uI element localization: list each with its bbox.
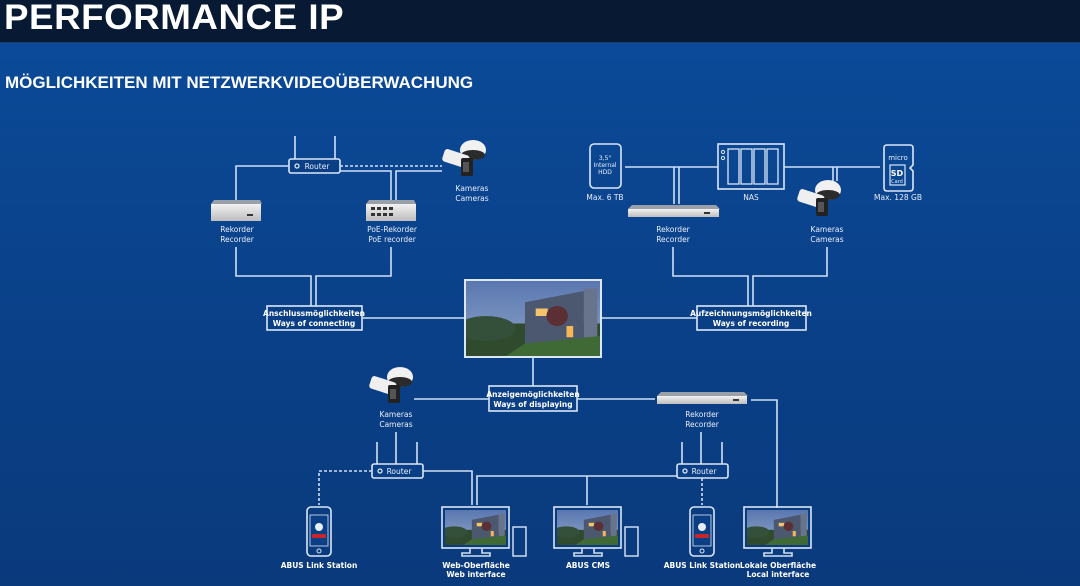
camera-right-icon: [796, 180, 841, 216]
line-nas-camera-sd: [784, 166, 880, 181]
hdd-caption: Max. 6 TB: [586, 193, 623, 202]
poe-recorder-label-en: PoE recorder: [368, 235, 417, 244]
hdd-line2: Internal: [593, 162, 616, 169]
poe-recorder-device-icon: [366, 200, 416, 221]
hub-ways-of-connecting[interactable]: Anschlussmöglichkeiten Ways of connectin…: [263, 305, 365, 331]
router-left-label: Router: [387, 467, 413, 476]
line-recorders-to-hub: [235, 247, 392, 306]
recorder-right-label-de: Rekorder: [656, 225, 690, 234]
router-antennas: [294, 136, 336, 160]
camera-bottom-label-en: Cameras: [379, 420, 412, 429]
line-poe-camera: [340, 170, 442, 200]
router-left-antennas: [376, 432, 418, 464]
hdd-line3: HDD: [598, 169, 612, 176]
page-subtitle: MÖGLICHKEITEN MIT NETZWERKVIDEOÜBERWACHU…: [5, 73, 474, 92]
router-led-icon: [294, 163, 300, 169]
endpoint-1-label-de: Web-Oberfläche: [442, 561, 510, 570]
hdd-icon: [589, 143, 622, 189]
nas-icon: [717, 143, 785, 190]
camera-right-label-en: Cameras: [810, 235, 843, 244]
hdd-line1: 3,5": [599, 155, 612, 162]
endpoint-1-label-en: Web interface: [446, 570, 505, 579]
phone-app-icon: [306, 506, 332, 557]
line-routers-to-web: [423, 470, 677, 505]
sd-micro: micro: [888, 154, 908, 162]
line-router-left-to-app: [318, 470, 372, 505]
connecting-group: Router Rekorder Recorder PoE-Rekorder Po…: [211, 136, 489, 306]
line-router-recorder: [235, 165, 289, 200]
camera-right-label-de: Kameras: [811, 225, 844, 234]
micro-sd-card-icon: [883, 144, 914, 192]
camera-icon: [441, 140, 486, 176]
header-bar: PERFORMANCE IP: [0, 0, 1080, 43]
displaying-group: Kameras Cameras Rekorder Recorder Router…: [281, 367, 816, 579]
hub-displaying-de: Anzeigemöglichkeiten: [486, 390, 579, 399]
camera-label-en: Cameras: [455, 194, 488, 203]
monitor-local-icon: [743, 506, 812, 557]
recorder-bottom-device-icon: [657, 392, 748, 404]
endpoint-3-label: ABUS Link Station: [664, 561, 741, 570]
recorder-bottom-label-de: Rekorder: [685, 410, 719, 419]
camera-label-de: Kameras: [456, 184, 489, 193]
router-right-label: Router: [692, 467, 718, 476]
monitor-web-icon: [441, 506, 527, 557]
sd-card: Card: [891, 179, 903, 185]
camera-bottom-label-de: Kameras: [380, 410, 413, 419]
hub-ways-of-recording[interactable]: Aufzeichnungsmöglichkeiten Ways of recor…: [690, 305, 812, 331]
line-hdd-nas-recorder: [625, 166, 718, 204]
sd-sd: SD: [891, 169, 904, 178]
page-title: PERFORMANCE IP: [4, 0, 345, 37]
endpoint-4-label-de: Lokale Oberfläche: [740, 561, 816, 570]
line-recording-to-hub: [672, 247, 828, 306]
recording-group: 3,5" Internal HDD Max. 6 TB NAS Rekorder…: [586, 143, 922, 306]
hub-connecting-de: Anschlussmöglichkeiten: [263, 309, 365, 318]
nas-label: NAS: [743, 193, 759, 202]
monitor-cms-icon: [553, 506, 639, 557]
hub-displaying-en: Ways of displaying: [493, 400, 572, 409]
hub-ways-of-displaying[interactable]: Anzeigemöglichkeiten Ways of displaying: [486, 385, 580, 412]
phone-app-icon: [689, 506, 715, 557]
router-label: Router: [305, 162, 331, 171]
hub-connecting-en: Ways of connecting: [273, 319, 356, 328]
hub-recording-de: Aufzeichnungsmöglichkeiten: [690, 309, 812, 318]
poe-recorder-label-de: PoE-Rekorder: [367, 225, 418, 234]
hub-recording-en: Ways of recording: [713, 319, 790, 328]
endpoint-4-label-en: Local interface: [747, 570, 810, 579]
endpoint-2-label: ABUS CMS: [566, 561, 610, 570]
recorder-label-de: Rekorder: [220, 225, 254, 234]
router-right-antennas: [681, 432, 723, 464]
recorder-right-label-en: Recorder: [656, 235, 691, 244]
router-right-led-icon: [682, 468, 688, 474]
line-recorder-to-local: [751, 399, 778, 508]
camera-bottom-icon: [368, 367, 413, 403]
endpoint-0-label: ABUS Link Station: [281, 561, 358, 570]
router-left-led-icon: [377, 468, 383, 474]
recorder-right-device-icon: [628, 205, 720, 217]
center-house-photo: [464, 279, 602, 358]
sd-caption: Max. 128 GB: [874, 193, 922, 202]
recorder-device-icon: [211, 200, 262, 221]
recorder-bottom-label-en: Recorder: [685, 420, 720, 429]
recorder-label-en: Recorder: [220, 235, 255, 244]
